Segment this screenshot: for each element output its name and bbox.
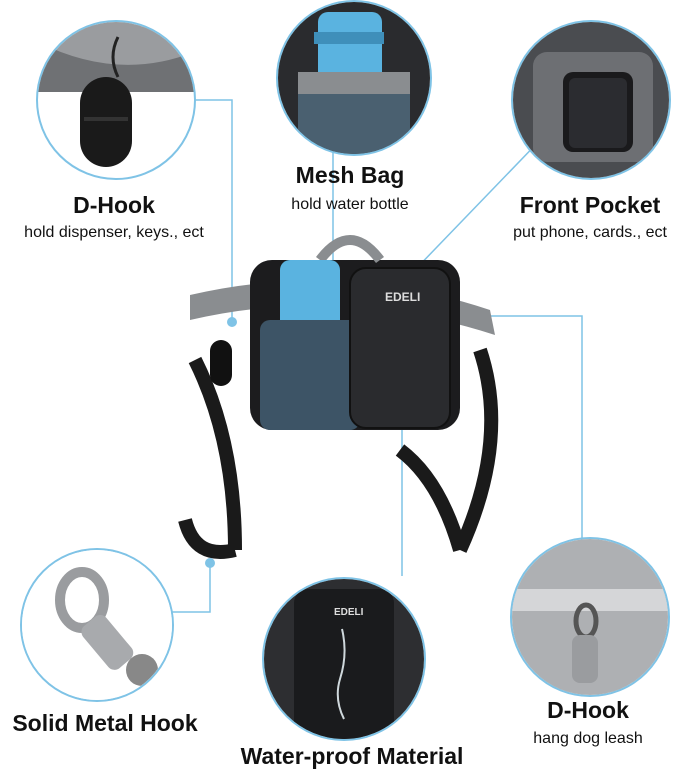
dhook-bottom-subtitle: hang dog leash	[533, 730, 643, 747]
detail-circle-waterproof: EDELI	[262, 577, 426, 741]
front-pocket-title: Front Pocket	[519, 192, 661, 218]
dhook-top-title: D-Hook	[73, 192, 155, 218]
waist-bag-product-image	[178, 235, 499, 559]
brand-logo-small: EDELI	[334, 607, 364, 618]
mesh-bag-title: Mesh Bag	[295, 162, 405, 188]
front-pocket-subtitle: put phone, cards., ect	[513, 224, 667, 241]
waterproof-image	[264, 579, 424, 739]
waterproof-title: Water-proof Material	[240, 743, 464, 769]
front-pocket-image	[513, 22, 669, 178]
dhook-leash-image	[512, 539, 668, 695]
mesh-bag-subtitle: hold water bottle	[291, 196, 409, 213]
mesh-bag-image	[278, 2, 430, 154]
brand-logo: EDELI	[385, 290, 421, 304]
detail-circle-mesh-bag	[276, 0, 432, 156]
metal-hook-title: Solid Metal Hook	[12, 710, 198, 736]
detail-circle-dhook-leash	[510, 537, 670, 697]
detail-circle-dhook-dispenser	[36, 20, 196, 180]
detail-circle-metal-hook	[20, 548, 174, 702]
detail-circle-front-pocket	[511, 20, 671, 180]
dhook-bottom-title: D-Hook	[547, 697, 629, 723]
metal-hook-image	[22, 550, 172, 700]
dispenser-image	[38, 22, 194, 167]
dhook-top-subtitle: hold dispenser, keys., ect	[24, 224, 204, 241]
